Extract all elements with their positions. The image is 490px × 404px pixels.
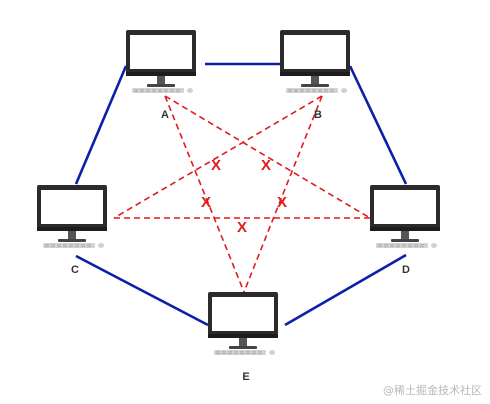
desktop-computer-icon [208,292,278,355]
blocked-link-a-e [164,95,245,293]
link-c-a [74,65,128,185]
blocked-mark-c-d: X [237,219,247,236]
node-label-d: D [402,264,410,276]
nodes-layer: A B C D E [37,30,440,383]
desktop-computer-icon [370,185,440,248]
node-label-a: A [161,109,169,121]
blocked-marks-layer: X X X X X [201,157,287,236]
computer-c [37,185,107,248]
link-b-d [348,65,408,185]
watermark: @稀土掘金技术社区 [383,384,482,397]
link-d-e [284,253,407,327]
node-label-e: E [242,371,249,383]
computer-b [280,30,350,93]
solid-links-layer [74,62,408,327]
computer-e [208,292,278,355]
blocked-mark-a-d: X [261,157,271,174]
dashed-links-layer [113,95,371,293]
blocked-link-b-c [113,95,323,219]
computer-d [370,185,440,248]
desktop-computer-icon [37,185,107,248]
blocked-mark-b-c: X [211,157,221,174]
desktop-computer-icon [280,30,350,93]
node-label-c: C [71,264,79,276]
desktop-computer-icon [126,30,196,93]
node-label-b: B [314,109,322,121]
link-e-c [75,254,209,327]
blocked-mark-a-e: X [201,194,211,211]
computer-a [126,30,196,93]
blocked-link-b-e [243,95,323,293]
blocked-mark-b-e: X [277,194,287,211]
